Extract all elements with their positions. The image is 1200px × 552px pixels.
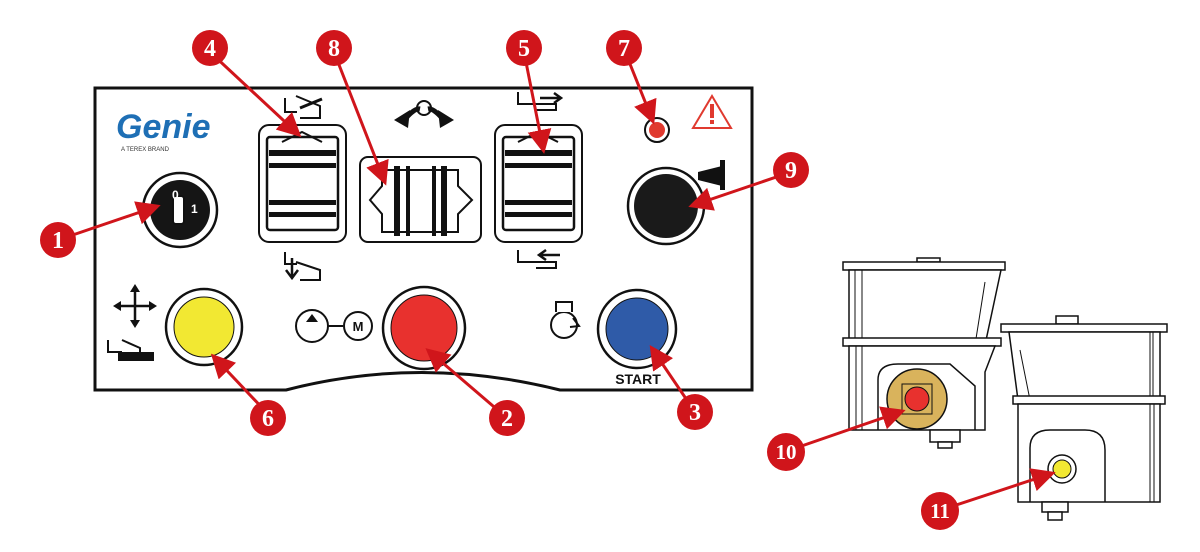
key-pos-on: 1 xyxy=(191,202,198,216)
callout-badge: 5 xyxy=(506,30,542,66)
platform-extend-rocker-switch[interactable] xyxy=(495,125,582,242)
callout-badge: 6 xyxy=(250,400,286,436)
callout-label: 1 xyxy=(52,228,64,254)
callout-label: 7 xyxy=(618,36,630,62)
callout-label: 4 xyxy=(204,36,216,62)
drive-enable-button[interactable] xyxy=(166,289,242,365)
callout-badge: 2 xyxy=(489,400,525,436)
callout-badge: 3 xyxy=(677,394,713,430)
callout-label: 5 xyxy=(518,36,530,62)
callout-badge: 10 xyxy=(767,433,805,471)
callout-label: 6 xyxy=(262,406,274,432)
callout-badge: 7 xyxy=(606,30,642,66)
key-pos-off: 0 xyxy=(172,188,179,202)
callout-label: 2 xyxy=(501,406,513,432)
start-label: START xyxy=(615,371,661,387)
callout-label: 11 xyxy=(930,499,950,523)
motor-label: M xyxy=(353,319,364,334)
callout-badge: 11 xyxy=(921,492,959,530)
arrow-to-emergency-stop xyxy=(790,412,900,450)
steer-rocker-switch[interactable] xyxy=(360,157,481,242)
warning-light xyxy=(645,118,669,142)
callout-label: 9 xyxy=(785,158,797,184)
indicator-button-yellow[interactable] xyxy=(1048,455,1076,483)
horn-button[interactable] xyxy=(628,168,704,244)
platform-rocker-switch-left[interactable] xyxy=(259,125,346,242)
callout-badge: 4 xyxy=(192,30,228,66)
callout-badge: 8 xyxy=(316,30,352,66)
callout-label: 3 xyxy=(689,400,701,426)
callout-label: 10 xyxy=(776,440,797,464)
callout-label: 8 xyxy=(328,36,340,62)
brand-name: Genie xyxy=(116,108,210,146)
emergency-stop-button[interactable] xyxy=(887,369,947,429)
callout-badge: 1 xyxy=(40,222,76,258)
brand-tagline: A TEREX BRAND xyxy=(121,147,170,153)
control-box-side-view-right xyxy=(1001,316,1167,520)
start-button[interactable] xyxy=(598,290,676,368)
callout-badge: 9 xyxy=(773,152,809,188)
key-switch[interactable]: 0 1 xyxy=(143,173,217,247)
function-enable-button[interactable] xyxy=(383,287,465,369)
